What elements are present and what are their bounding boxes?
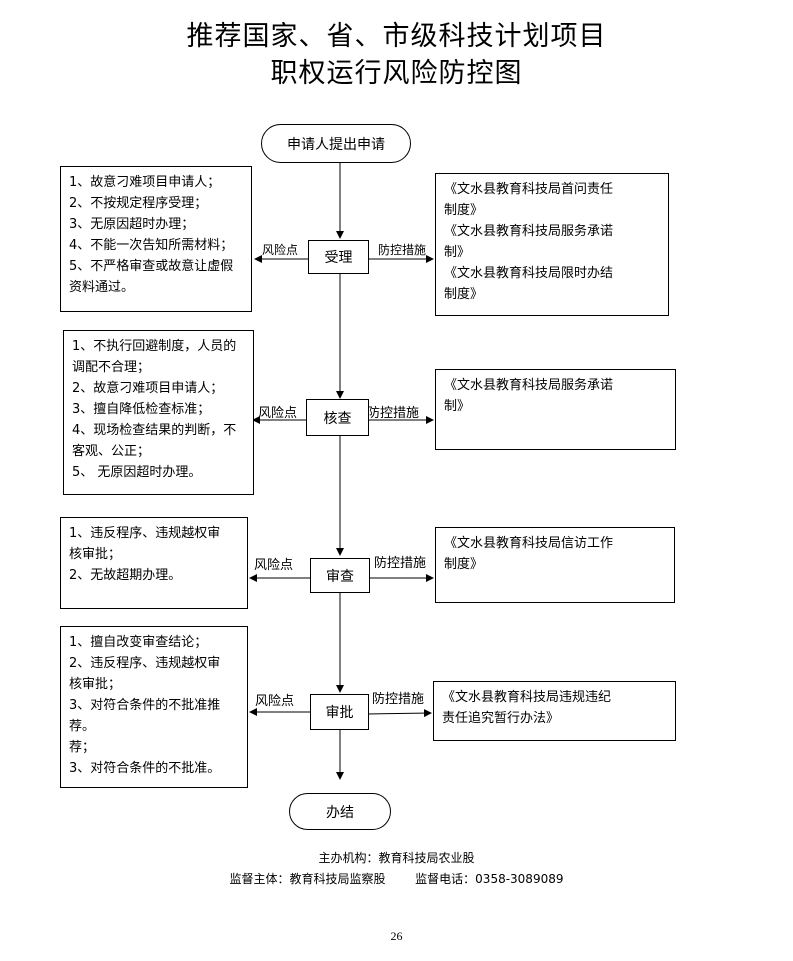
risk-item: 2、无故超期办理。 bbox=[69, 568, 182, 583]
title-line-1: 推荐国家、省、市级科技计划项目 bbox=[186, 21, 607, 52]
measure-label-review: 防控措施 bbox=[374, 556, 427, 571]
risk-box-review: 1、违反程序、违规越权审 核审批； 2、无故超期办理。 bbox=[60, 517, 248, 609]
measure-item: 制度》 bbox=[444, 203, 484, 218]
risk-item: 5、不严格审查或故意让虚假 bbox=[69, 259, 234, 274]
risk-item: 调配不合理； bbox=[72, 360, 151, 375]
start-node: 申请人提出申请 bbox=[261, 124, 411, 163]
footer-supervision: 监督主体：教育科技局监察股 监督电话：0358-3089089 bbox=[0, 870, 793, 887]
risk-item: 4、现场检查结果的判断，不 bbox=[72, 423, 237, 438]
risk-item: 1、故意刁难项目申请人； bbox=[69, 175, 221, 190]
risk-item: 2、违反程序、违规越权审 bbox=[69, 656, 221, 671]
measure-item: 《文水县教育科技局首问责任 bbox=[444, 182, 614, 197]
measure-item: 《文水县教育科技局服务承诺 bbox=[444, 224, 614, 239]
arrow-step4-measure bbox=[368, 709, 432, 718]
risk-item: 核审批； bbox=[69, 677, 122, 692]
risk-label-review: 风险点 bbox=[254, 558, 294, 573]
measure-item: 《文水县教育科技局服务承诺 bbox=[444, 378, 614, 393]
supervisor-text: 监督主体：教育科技局监察股 bbox=[229, 872, 386, 886]
measure-item: 制》 bbox=[444, 399, 471, 414]
measure-label-verify: 防控措施 bbox=[367, 406, 420, 421]
risk-label-accept: 风险点 bbox=[262, 243, 299, 257]
step-accept: 受理 bbox=[308, 240, 369, 274]
risk-item: 3、无原因超时办理； bbox=[69, 217, 195, 232]
measure-item: 制》 bbox=[444, 245, 471, 260]
measure-item: 《文水县教育科技局限时办结 bbox=[444, 266, 614, 281]
risk-item: 2、故意刁难项目申请人； bbox=[72, 381, 224, 396]
measure-label-accept: 防控措施 bbox=[378, 243, 427, 257]
risk-item: 1、擅自改变审查结论； bbox=[69, 635, 208, 650]
risk-item: 3、对符合条件的不批准。 bbox=[69, 761, 221, 776]
footer-organizer: 主办机构：教育科技局农业股 bbox=[0, 849, 793, 866]
risk-item: 1、违反程序、违规越权审 bbox=[69, 526, 221, 541]
risk-item: 核审批； bbox=[69, 547, 122, 562]
risk-item: 3、擅自降低检查标准； bbox=[72, 402, 211, 417]
risk-item: 5、 无原因超时办理。 bbox=[72, 465, 202, 480]
end-node: 办结 bbox=[289, 793, 391, 830]
risk-item: 4、不能一次告知所需材料； bbox=[69, 238, 234, 253]
measure-label-approve: 防控措施 bbox=[372, 692, 425, 707]
step-review: 审查 bbox=[310, 558, 370, 593]
organizer-text: 主办机构：教育科技局农业股 bbox=[318, 851, 475, 865]
risk-item: 客观、公正； bbox=[72, 444, 151, 459]
title-line-2: 职权运行风险防控图 bbox=[270, 58, 523, 89]
risk-item: 荐。 bbox=[69, 719, 96, 734]
risk-item: 荐； bbox=[69, 740, 96, 755]
measure-item: 《文水县教育科技局信访工作 bbox=[444, 536, 614, 551]
measure-box-accept: 《文水县教育科技局首问责任 制度》 《文水县教育科技局服务承诺 制》 《文水县教… bbox=[435, 173, 669, 316]
measure-box-review: 《文水县教育科技局信访工作 制度》 bbox=[435, 527, 675, 603]
risk-box-verify: 1、不执行回避制度，人员的 调配不合理； 2、故意刁难项目申请人； 3、擅自降低… bbox=[63, 330, 254, 495]
risk-item: 1、不执行回避制度，人员的 bbox=[72, 339, 237, 354]
risk-item: 2、不按规定程序受理； bbox=[69, 196, 208, 211]
step-approve: 审批 bbox=[310, 694, 369, 730]
risk-label-verify: 风险点 bbox=[258, 406, 298, 421]
measure-box-verify: 《文水县教育科技局服务承诺 制》 bbox=[435, 369, 676, 450]
phone-text: 监督电话：0358-3089089 bbox=[415, 872, 564, 886]
measure-item: 制度》 bbox=[444, 557, 484, 572]
measure-item: 制度》 bbox=[444, 287, 484, 302]
risk-label-approve: 风险点 bbox=[255, 694, 295, 709]
risk-box-approve: 1、擅自改变审查结论； 2、违反程序、违规越权审 核审批； 3、对符合条件的不批… bbox=[60, 626, 248, 788]
risk-item: 3、对符合条件的不批准推 bbox=[69, 698, 221, 713]
step-verify: 核查 bbox=[306, 399, 369, 436]
measure-item: 《文水县教育科技局违规违纪 bbox=[442, 690, 612, 705]
risk-box-accept: 1、故意刁难项目申请人； 2、不按规定程序受理； 3、无原因超时办理； 4、不能… bbox=[60, 166, 252, 312]
measure-box-approve: 《文水县教育科技局违规违纪 责任追究暂行办法》 bbox=[433, 681, 676, 741]
risk-item: 资料通过。 bbox=[69, 280, 135, 295]
measure-item: 责任追究暂行办法》 bbox=[442, 711, 560, 726]
page-number: 26 bbox=[390, 929, 403, 943]
